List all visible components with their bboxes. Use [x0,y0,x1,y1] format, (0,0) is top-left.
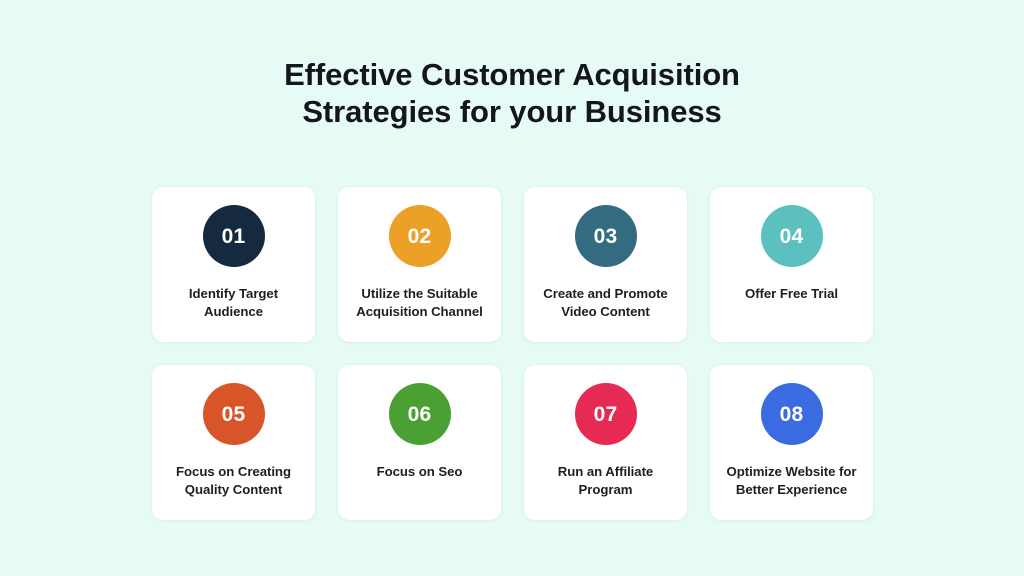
step-number-07: 07 [593,402,618,426]
step-badge-04: 04 [760,205,823,267]
page-title-line-2: Strategies for your Business [302,94,722,129]
strategy-label-03: Create and Promote Video Content [543,286,668,319]
step-number-04: 04 [779,224,804,248]
strategy-label-06: Focus on Seo [376,464,463,479]
step-number-05: 05 [221,402,246,426]
strategy-card-08[interactable]: 08 Optimize Website for Better Experienc… [710,365,873,520]
step-badge-07: 07 [574,383,637,445]
strategy-label-08: Optimize Website for Better Experience [726,464,857,497]
step-badge-08: 08 [760,383,823,445]
step-badge-06: 06 [388,383,451,445]
strategy-card-02[interactable]: 02 Utilize the Suitable Acquisition Chan… [338,187,501,342]
step-number-06: 06 [407,402,432,426]
strategy-label-02: Utilize the Suitable Acquisition Channel [356,286,483,319]
strategy-card-01[interactable]: 01 Identify Target Audience [152,187,315,342]
strategy-card-07[interactable]: 07 Run an Affiliate Program [524,365,687,520]
step-badge-02: 02 [388,205,451,267]
step-number-01: 01 [221,224,246,248]
strategy-card-grid: 01 Identify Target Audience 02 Utilize t… [152,187,873,520]
page-title: Effective Customer Acquisition Strategie… [0,56,1024,130]
strategy-card-03[interactable]: 03 Create and Promote Video Content [524,187,687,342]
step-badge-01: 01 [202,205,265,267]
strategy-card-04[interactable]: 04 Offer Free Trial [710,187,873,342]
strategy-card-05[interactable]: 05 Focus on Creating Quality Content [152,365,315,520]
strategy-card-06[interactable]: 06 Focus on Seo [338,365,501,520]
step-number-08: 08 [779,402,804,426]
step-badge-05: 05 [202,383,265,445]
strategy-label-04: Offer Free Trial [744,286,838,301]
strategy-label-01: Identify Target Audience [188,286,279,319]
step-number-03: 03 [593,224,618,248]
step-badge-03: 03 [574,205,637,267]
strategy-label-07: Run an Affiliate Program [557,464,654,497]
page-title-line-1: Effective Customer Acquisition [284,57,740,92]
strategy-label-05: Focus on Creating Quality Content [176,464,291,497]
step-number-02: 02 [407,224,432,248]
